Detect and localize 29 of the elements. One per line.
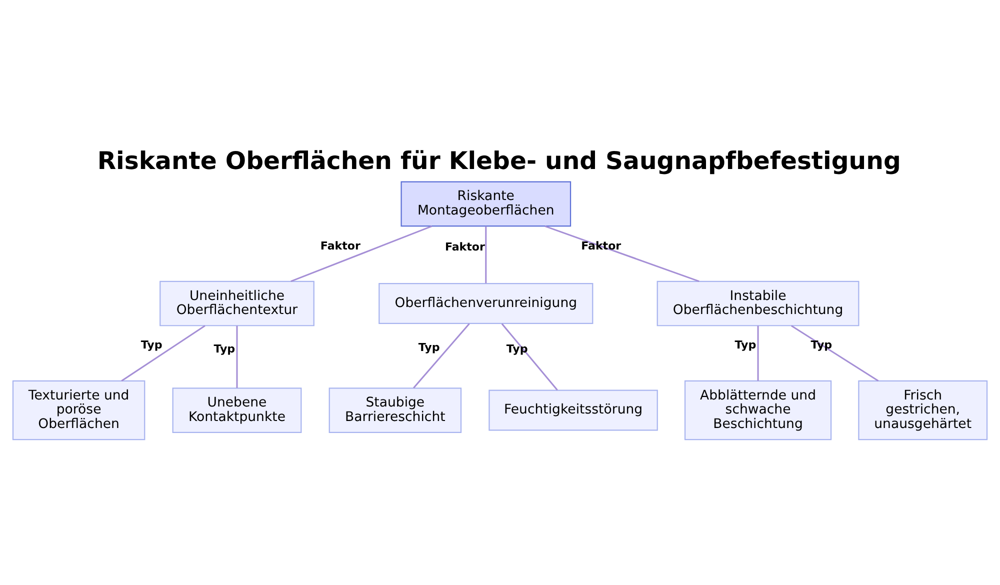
edge-label: Typ bbox=[418, 340, 440, 354]
node-box: Feuchtigkeitsstörung bbox=[488, 389, 658, 430]
connector bbox=[790, 324, 879, 382]
node-box: Staubige Barriereschicht bbox=[328, 387, 462, 432]
node-box: Frisch gestrichen, unausgehärtet bbox=[858, 380, 988, 440]
node-box: Riskante Montageoberflächen bbox=[400, 180, 572, 226]
edge-label: Typ bbox=[734, 338, 756, 351]
node-box: Unebene Kontaktpunkte bbox=[172, 387, 302, 432]
edge-label: Faktor bbox=[581, 238, 622, 252]
connector bbox=[290, 224, 432, 282]
edge-label: Typ bbox=[140, 338, 162, 351]
connector bbox=[236, 325, 238, 388]
connector bbox=[413, 322, 470, 388]
edge-label: Typ bbox=[506, 342, 528, 356]
connector bbox=[757, 325, 759, 380]
node-box: Oberflächenverunreinigung bbox=[378, 282, 594, 324]
node-box: Abblätternde und schwache Beschichtung bbox=[684, 380, 832, 440]
connector bbox=[121, 324, 206, 382]
node-box: Instabile Oberflächenbeschichtung bbox=[656, 280, 860, 326]
connector bbox=[501, 322, 558, 390]
edge-label: Faktor bbox=[320, 238, 360, 252]
connector bbox=[485, 226, 487, 283]
edge-label: Typ bbox=[810, 338, 832, 351]
edge-label: Typ bbox=[214, 342, 236, 355]
node-box: Texturierte und poröse Oberflächen bbox=[12, 380, 146, 440]
node-box: Uneinheitliche Oberflächentextur bbox=[160, 280, 314, 326]
diagram-title: Riskante Oberflächen für Klebe- und Saugnapfbefestigung bbox=[97, 146, 901, 175]
edge-label: Faktor bbox=[444, 240, 485, 254]
connector bbox=[544, 224, 700, 282]
